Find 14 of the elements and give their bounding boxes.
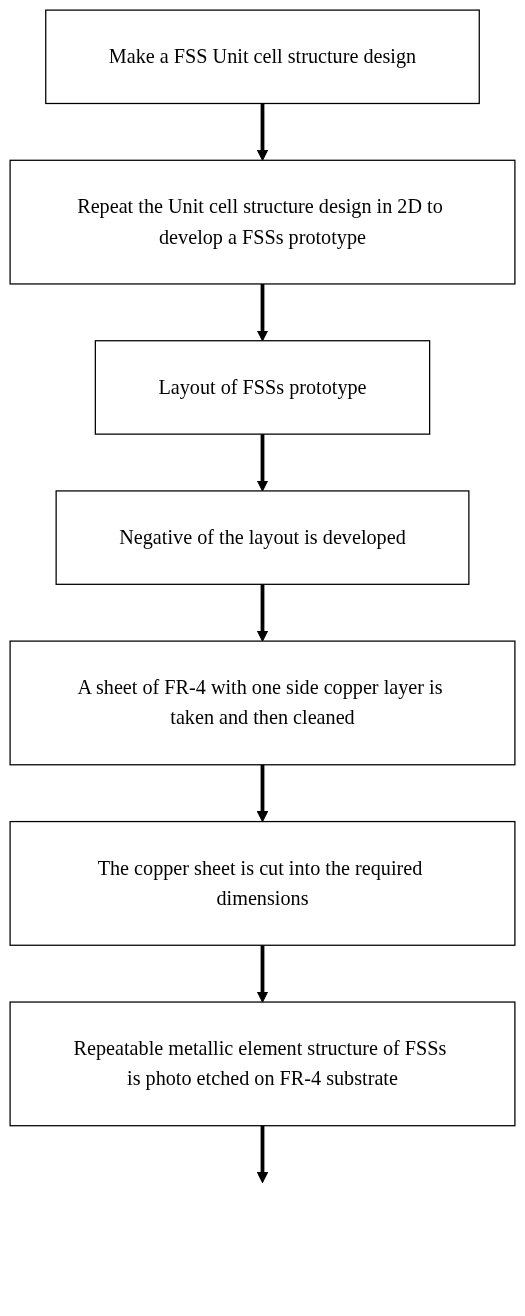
node-box: Repeatable metallic element structure of FSSs is photo etched on FR-4 substrate: [9, 1001, 516, 1127]
node-box: Repeat the Unit cell structure design in 2D to develop a FSSs prototype: [9, 159, 516, 285]
node-box: A sheet of FR-4 with one side copper layer is taken and then cleaned: [9, 640, 516, 766]
arrow: [256, 764, 269, 823]
node-box: Negative of the layout is developed: [55, 490, 470, 585]
arrow: [256, 103, 269, 161]
arrow: [256, 1125, 269, 1183]
node-box: Make a FSS Unit cell structure design: [45, 9, 480, 105]
arrow: [256, 584, 269, 642]
node-box: The copper sheet is cut into the required dimensions: [9, 820, 516, 946]
arrow: [256, 283, 269, 342]
node-box: Layout of FSSs prototype: [94, 340, 431, 435]
arrow: [256, 434, 269, 492]
arrow: [256, 945, 269, 1003]
